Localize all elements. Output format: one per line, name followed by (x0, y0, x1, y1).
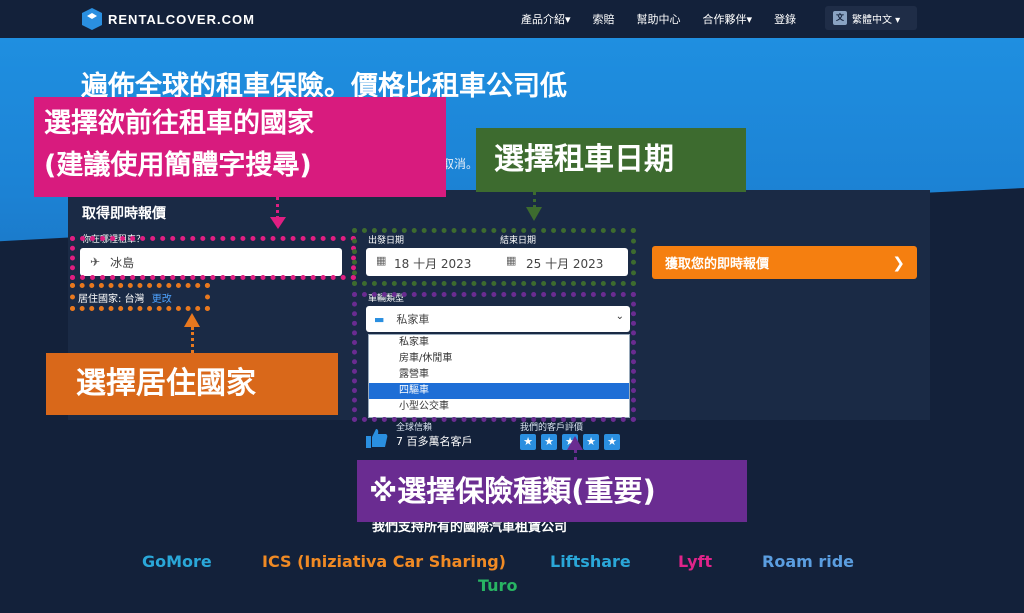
annotation-vehicle: ※選擇保險種類(重要) (357, 460, 747, 522)
date-range-input[interactable]: ▦ 18 十月 2023 ▦ 25 十月 2023 (366, 248, 628, 276)
top-nav: RENTALCOVER.COM 產品介紹▾ 索賠 幫助中心 合作夥伴▾ 登錄 文… (0, 0, 1024, 38)
country-input[interactable]: ✈ 冰島 (80, 248, 342, 276)
arrow-head-residence (184, 313, 200, 327)
vehicle-option[interactable]: 小型公交車 (399, 401, 449, 412)
vehicle-option[interactable]: 私家車 (399, 337, 429, 348)
get-quote-button[interactable]: 獲取您的即時報價 ❯ (652, 246, 917, 279)
partner-liftshare[interactable]: Liftshare (550, 552, 631, 571)
brand-name: RENTALCOVER.COM (108, 11, 255, 27)
star-icon: ★ (541, 434, 557, 450)
vehicle-dropdown-list: 私家車 房車/休閒車 露營車 四驅車 小型公交車 (368, 334, 630, 418)
partner-turo[interactable]: Turo (478, 576, 518, 595)
thumbs-up-icon (366, 429, 388, 448)
highlight-vehicle-box (352, 292, 636, 422)
customers-count: 7 百多萬名客戶 (396, 435, 473, 448)
vehicle-label: 車輛類型 (368, 294, 405, 304)
arrow-head-vehicle (567, 436, 583, 450)
return-label: 結束日期 (500, 236, 537, 246)
plane-icon: ✈ (90, 255, 101, 269)
vehicle-option[interactable]: 露營車 (399, 369, 429, 380)
vehicle-select[interactable]: ▬ 私家車 ⌄ (366, 306, 630, 332)
annotation-residence: 選擇居住國家 (46, 353, 338, 415)
pickup-date[interactable]: 18 十月 2023 (394, 257, 472, 271)
hero-headline: 遍佈全球的租車保險。價格比租車公司低 (81, 71, 567, 102)
residence-row: 居住國家: 台灣 更改 (78, 290, 172, 305)
residence-change-link[interactable]: 更改 (151, 294, 172, 305)
rating-label: 我們的客戶評價 (520, 423, 584, 433)
car-icon: ▬ (374, 312, 385, 326)
vehicle-option[interactable]: 房車/休閒車 (399, 353, 453, 364)
partner-gomore[interactable]: GoMore (142, 552, 212, 571)
vehicle-value: 私家車 (396, 313, 430, 326)
customers-label: 全球信賴 (396, 423, 433, 433)
vehicle-option-selected[interactable]: 四驅車 (369, 383, 629, 399)
brand-logo[interactable]: RENTALCOVER.COM (82, 8, 255, 30)
highlight-residence-box (70, 283, 210, 311)
annotation-dates: 選擇租車日期 (476, 128, 746, 192)
partner-ics[interactable]: ICS (Iniziativa Car Sharing) (262, 552, 506, 571)
nav-item-help[interactable]: 幫助中心 (636, 13, 681, 26)
nav-item-claims[interactable]: 索賠 (592, 13, 615, 26)
nav-item-products[interactable]: 產品介紹▾ (521, 13, 571, 26)
partner-lyft[interactable]: Lyft (678, 552, 713, 571)
partners-title: 我們支持所有的國際汽車租賃公司 (372, 520, 568, 535)
translate-icon: 文 (833, 11, 847, 25)
highlight-dates-box (352, 228, 636, 286)
language-selector[interactable]: 文 繁體中文 ▾ (825, 6, 917, 30)
partner-roam-ride[interactable]: Roam ride (762, 552, 855, 571)
quote-panel-title: 取得即時報價 (82, 206, 166, 222)
language-label: 繁體中文 ▾ (852, 14, 901, 26)
chevron-right-icon: ❯ (892, 254, 905, 272)
arrow-vehicle (574, 449, 577, 461)
logo-icon (82, 8, 102, 30)
star-icon: ★ (604, 434, 620, 450)
calendar-icon: ▦ (506, 254, 517, 267)
chevron-down-icon: ⌄ (615, 311, 624, 322)
arrow-dates (533, 192, 536, 208)
calendar-icon: ▦ (376, 254, 387, 267)
return-date[interactable]: 25 十月 2023 (526, 257, 604, 271)
highlight-country-box (70, 236, 356, 280)
star-icon: ★ (583, 434, 599, 450)
get-quote-label: 獲取您的即時報價 (665, 257, 770, 272)
country-value: 冰島 (110, 255, 135, 270)
annotation-country: 選擇欲前往租車的國家 (建議使用簡體字搜尋) (34, 97, 446, 197)
arrow-residence (191, 327, 194, 353)
nav-links: 產品介紹▾ 索賠 幫助中心 合作夥伴▾ 登錄 (521, 11, 818, 27)
star-icon: ★ (520, 434, 536, 450)
arrow-head-country (270, 217, 286, 229)
arrow-head-dates (526, 207, 542, 221)
residence-label: 居住國家: 台灣 (78, 294, 145, 305)
nav-item-login[interactable]: 登錄 (774, 13, 797, 26)
pickup-label: 出發日期 (368, 236, 405, 246)
arrow-country (276, 197, 279, 219)
nav-item-partners[interactable]: 合作夥伴▾ (702, 13, 753, 26)
